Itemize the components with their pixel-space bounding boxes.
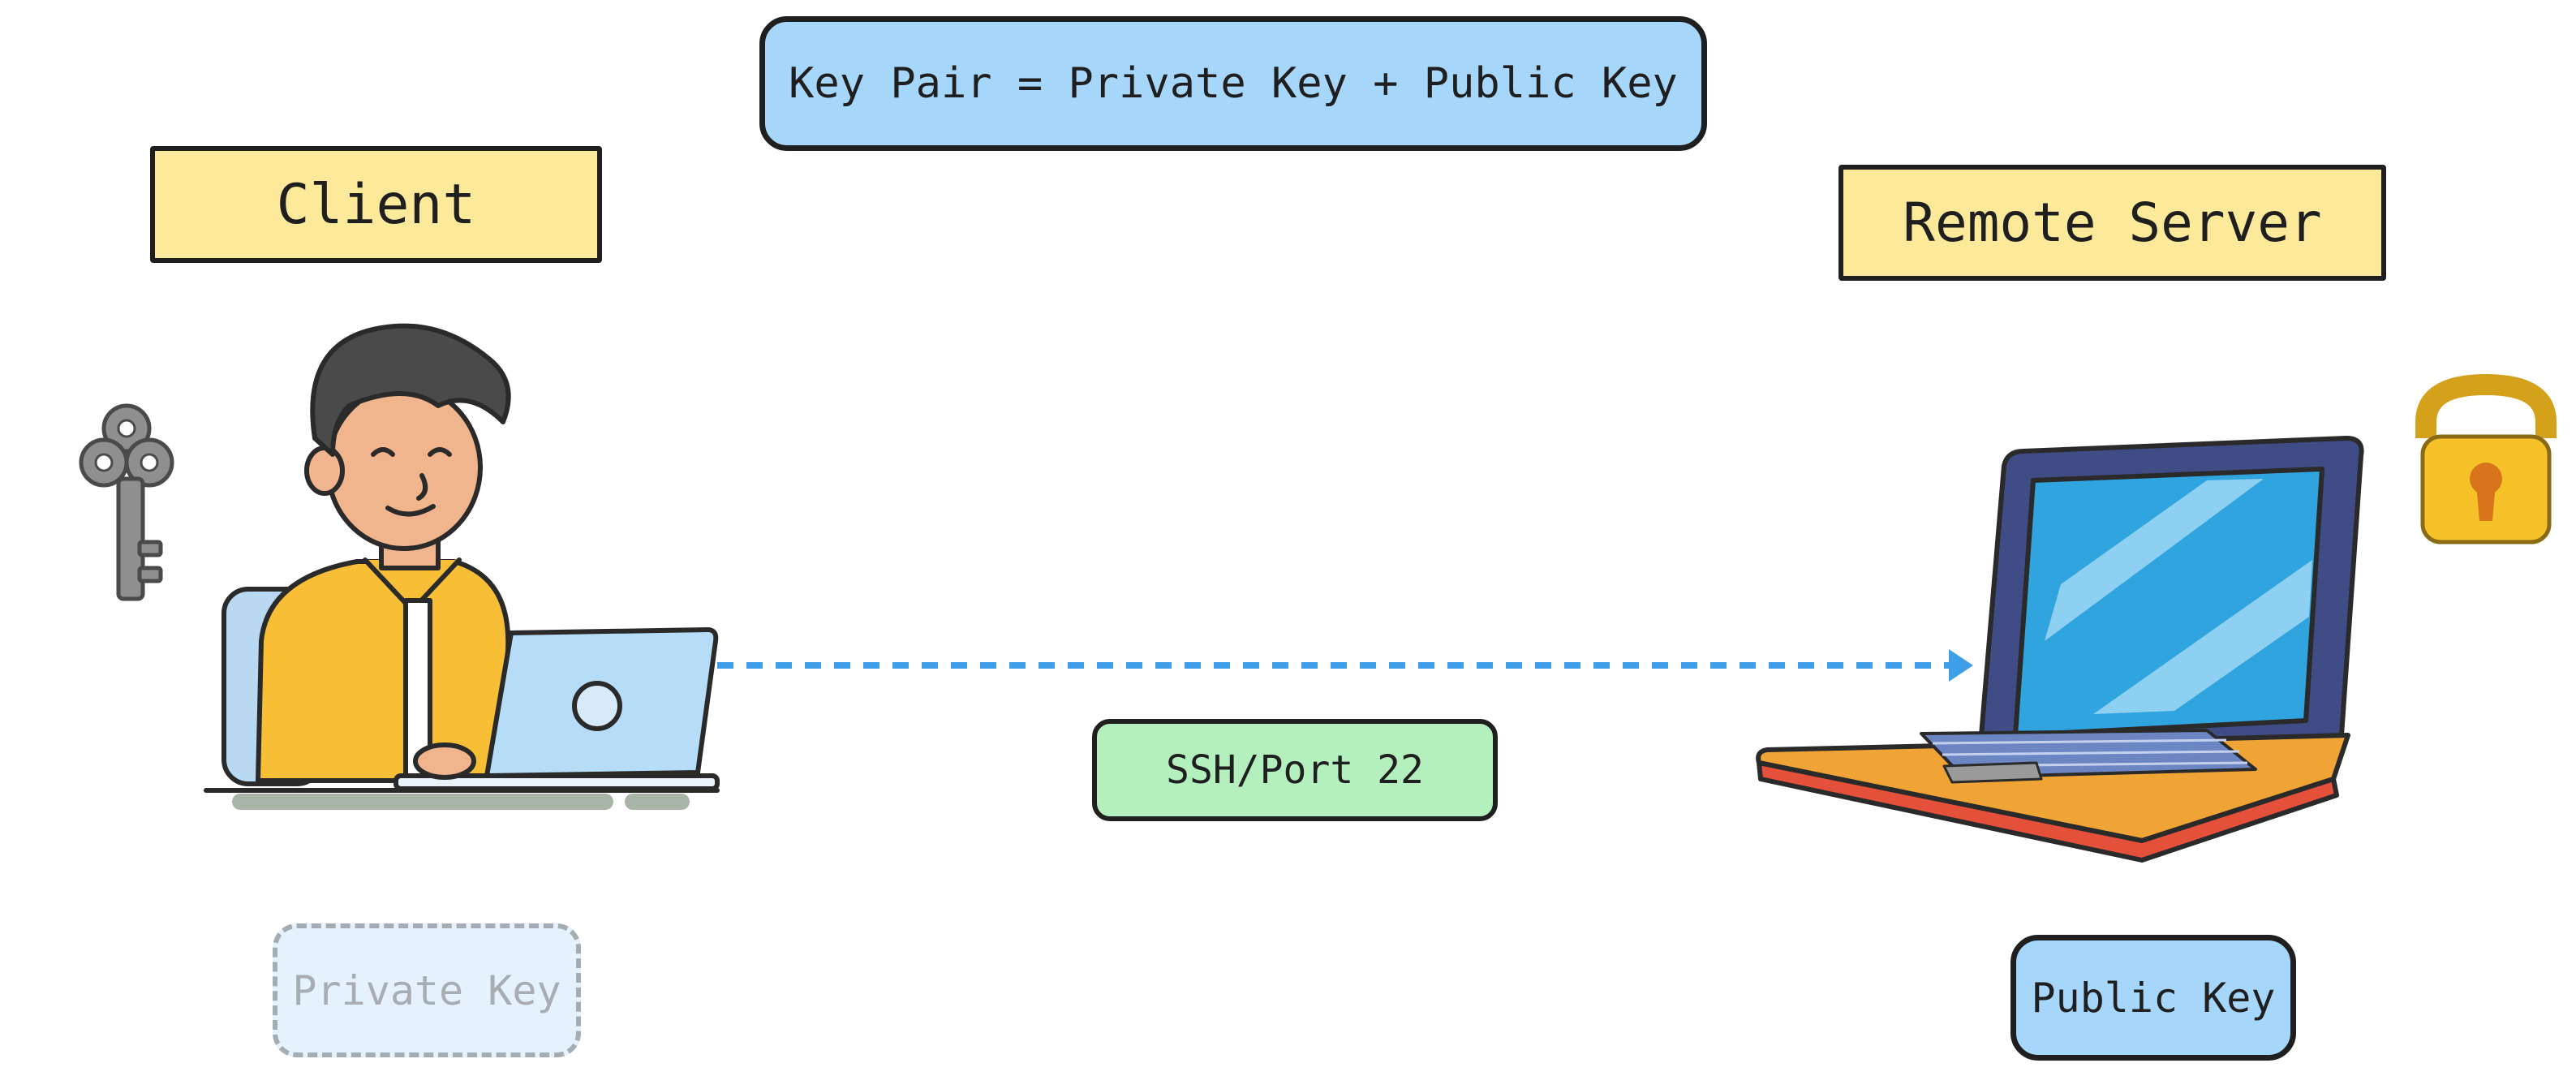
- private-key-label: Private Key: [273, 923, 581, 1057]
- laptop-icon: [1756, 436, 2364, 863]
- key-pair-banner: Key Pair = Private Key + Public Key: [759, 16, 1707, 151]
- person-at-laptop-icon: [204, 323, 720, 810]
- remote-server-label: Remote Server: [1838, 165, 2386, 281]
- key-icon: [79, 403, 174, 601]
- client-label: Client: [150, 146, 602, 263]
- dashed-arrow-right-icon: [717, 649, 1973, 682]
- public-key-label: Public Key: [2010, 935, 2296, 1061]
- padlock-icon: [2415, 374, 2557, 544]
- ssh-port-label: SSH/Port 22: [1092, 719, 1498, 821]
